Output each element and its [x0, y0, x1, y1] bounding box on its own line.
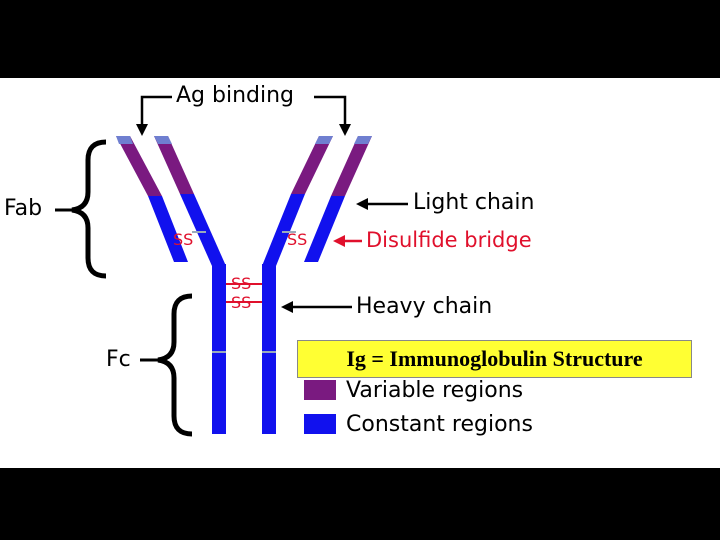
- right-heavy-tip: [315, 136, 333, 144]
- left-light-variable: [116, 136, 162, 196]
- ag-binding-label: Ag binding: [176, 83, 295, 108]
- fab-label: Fab: [4, 196, 43, 221]
- disulfide-arrowhead: [333, 235, 345, 247]
- legend-constant-label: Constant regions: [346, 412, 533, 437]
- right-light-constant: [304, 196, 345, 262]
- ss-label-left-arm: SS: [173, 230, 194, 249]
- fc-brace: [157, 293, 193, 437]
- light-chain-label: Light chain: [413, 190, 535, 215]
- right-heavy-variable: [291, 136, 333, 194]
- left-heavy-tip: [154, 136, 172, 144]
- left-light-chain: [116, 136, 188, 262]
- title-box: Ig = Immunoglobulin Structure: [297, 340, 692, 378]
- disulfide-dashes: [226, 283, 262, 303]
- left-light-constant: [148, 196, 188, 262]
- left-heavy-chain: [154, 136, 226, 434]
- disulfide-bridge-label: Disulfide bridge: [366, 228, 532, 252]
- right-light-tip: [354, 136, 372, 144]
- left-heavy-constant-stem: [212, 264, 226, 434]
- heavy-chain-label: Heavy chain: [356, 294, 493, 319]
- heavy-chain-arrowhead: [281, 301, 293, 313]
- left-heavy-constant-arm: [180, 194, 226, 266]
- light-chain-arrowhead: [356, 198, 368, 210]
- legend-swatch-constant: [304, 414, 336, 434]
- ag-binding-bracket: [140, 95, 347, 128]
- ss-label-right-arm: SS: [287, 230, 308, 249]
- fab-brace: [71, 139, 107, 279]
- right-light-variable: [331, 136, 372, 196]
- fc-label: Fc: [106, 347, 131, 372]
- left-light-tip: [116, 136, 133, 144]
- legend-variable-label: Variable regions: [346, 378, 524, 403]
- right-heavy-constant-arm: [262, 194, 305, 266]
- right-light-chain: [304, 136, 372, 262]
- legend-swatch-variable: [304, 380, 336, 400]
- ss-label-hinge-bottom: SS: [231, 293, 252, 312]
- left-heavy-variable: [154, 136, 194, 194]
- right-heavy-chain: [262, 136, 333, 434]
- domain-separators: [192, 231, 296, 353]
- arrow-down-left: [136, 124, 148, 136]
- arrow-down-right: [339, 124, 351, 136]
- right-heavy-constant-stem: [262, 264, 276, 434]
- ss-label-hinge-top: SS: [231, 274, 252, 293]
